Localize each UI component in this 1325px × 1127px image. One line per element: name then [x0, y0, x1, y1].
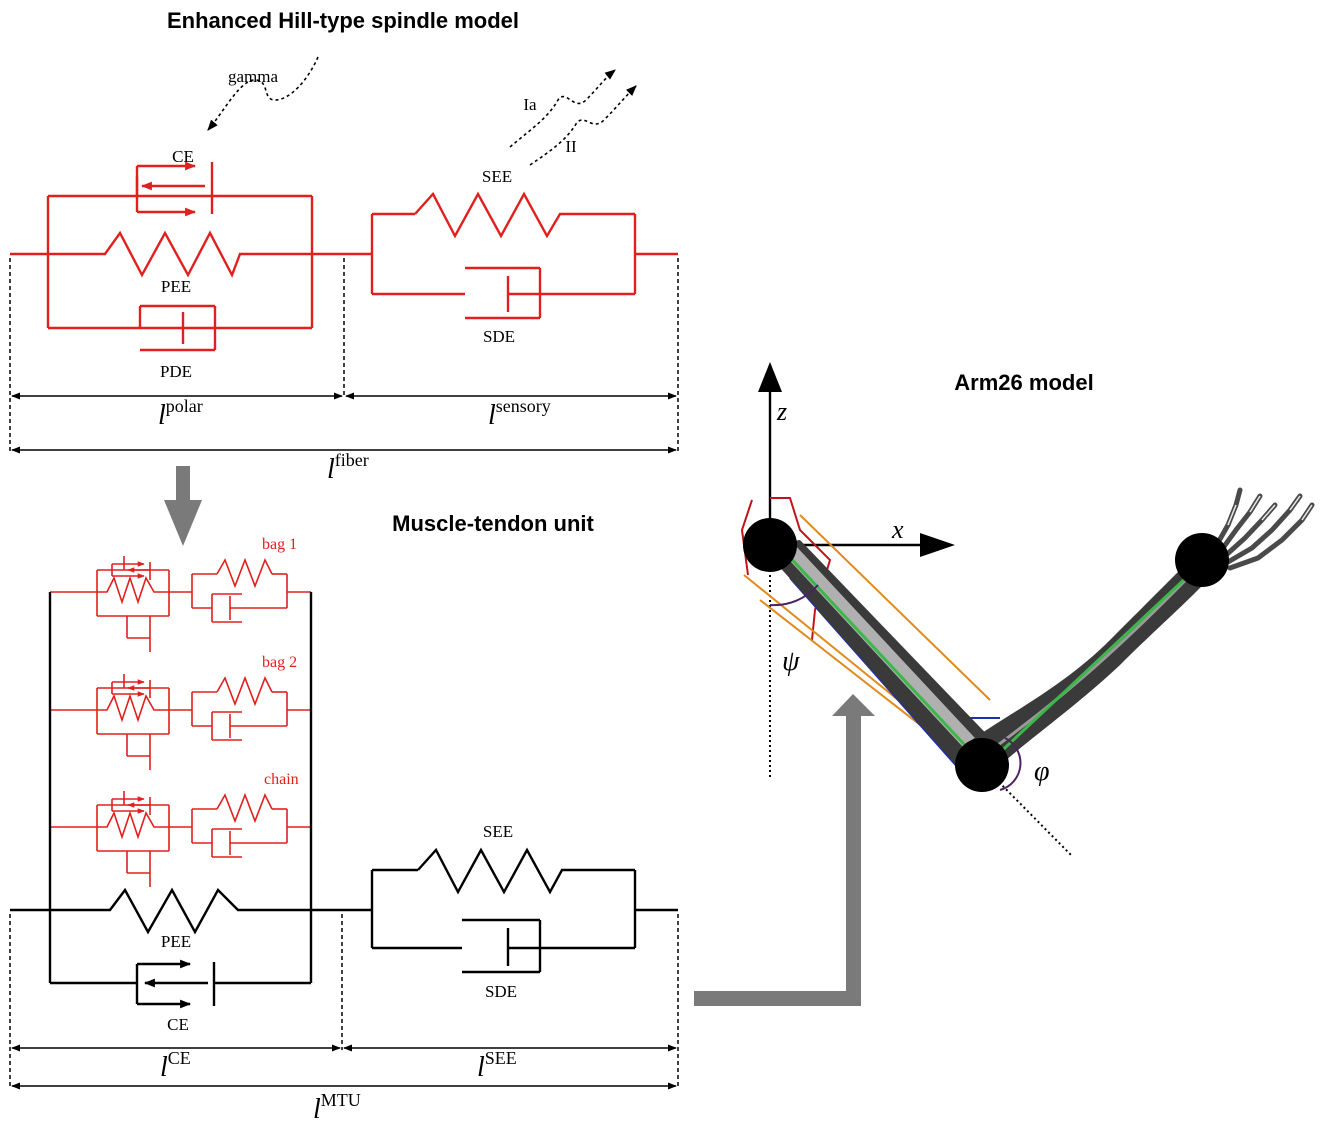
spindle-see-label: SEE [482, 167, 512, 186]
mtu-sde-label: SDE [485, 982, 517, 1001]
spindle-model-title: Enhanced Hill-type spindle model [167, 8, 519, 33]
l-polar-label: lpolar [158, 396, 203, 431]
ii-label: II [565, 137, 577, 156]
psi-angle-label: ψ [782, 646, 800, 677]
afferent-efferent-arrows [207, 56, 637, 166]
ia-arrow [509, 69, 616, 148]
phi-angle-arc [999, 737, 1022, 791]
gamma-label: gamma [228, 67, 278, 86]
l-sensory-label: lsensory [488, 396, 551, 431]
elbow-joint [955, 738, 1009, 792]
spindle-ce-label: CE [172, 147, 194, 166]
x-axis-label: x [891, 515, 904, 544]
l-ce-label: lCE [160, 1048, 191, 1083]
bag2-spindle-unit [72, 674, 309, 770]
ii-arrow [529, 85, 637, 166]
l-mtu-label: lMTU [313, 1090, 361, 1125]
bag1-spindle-unit [72, 556, 309, 652]
gray-l-arrow [694, 694, 875, 1006]
spindle-sde-label: SDE [483, 327, 515, 346]
bag2-label: bag 2 [262, 654, 297, 671]
mtu-see-label: SEE [483, 822, 513, 841]
l-see-label: lSEE [477, 1048, 517, 1083]
mtu-pee-label: PEE [161, 932, 191, 951]
bag1-label: bag 1 [262, 536, 297, 553]
muscle-tendon-unit-title: Muscle-tendon unit [392, 511, 594, 536]
ia-label: Ia [523, 95, 537, 114]
arm26-model-title: Arm26 model [954, 370, 1093, 395]
gamma-arrow [207, 56, 319, 131]
chain-spindle-unit [72, 791, 309, 887]
mtu-ce-label: CE [167, 1015, 189, 1034]
hand [1212, 487, 1315, 571]
spindle-dimensions [9, 258, 679, 454]
x-axis-arrowhead [920, 533, 955, 557]
psi-angle-arc [769, 584, 819, 607]
l-fiber-label: lfiber [327, 450, 369, 485]
wrist-joint [1175, 533, 1229, 587]
mtu-circuit [10, 592, 678, 1009]
chain-label: chain [264, 771, 299, 788]
spindle-circuit [10, 161, 678, 352]
spindle-pde-label: PDE [160, 362, 192, 381]
gray-down-arrow [164, 466, 202, 546]
shoulder-joint [743, 518, 797, 572]
mtu-dimensions [9, 914, 679, 1090]
phi-angle-label: φ [1034, 756, 1050, 787]
z-axis-label: z [776, 397, 787, 426]
spindle-pee-label: PEE [161, 277, 191, 296]
forearm-bone [965, 550, 1215, 775]
z-axis-arrowhead [758, 362, 782, 392]
spindle-bus-lines [50, 591, 311, 828]
hand-highlights [1227, 495, 1313, 526]
